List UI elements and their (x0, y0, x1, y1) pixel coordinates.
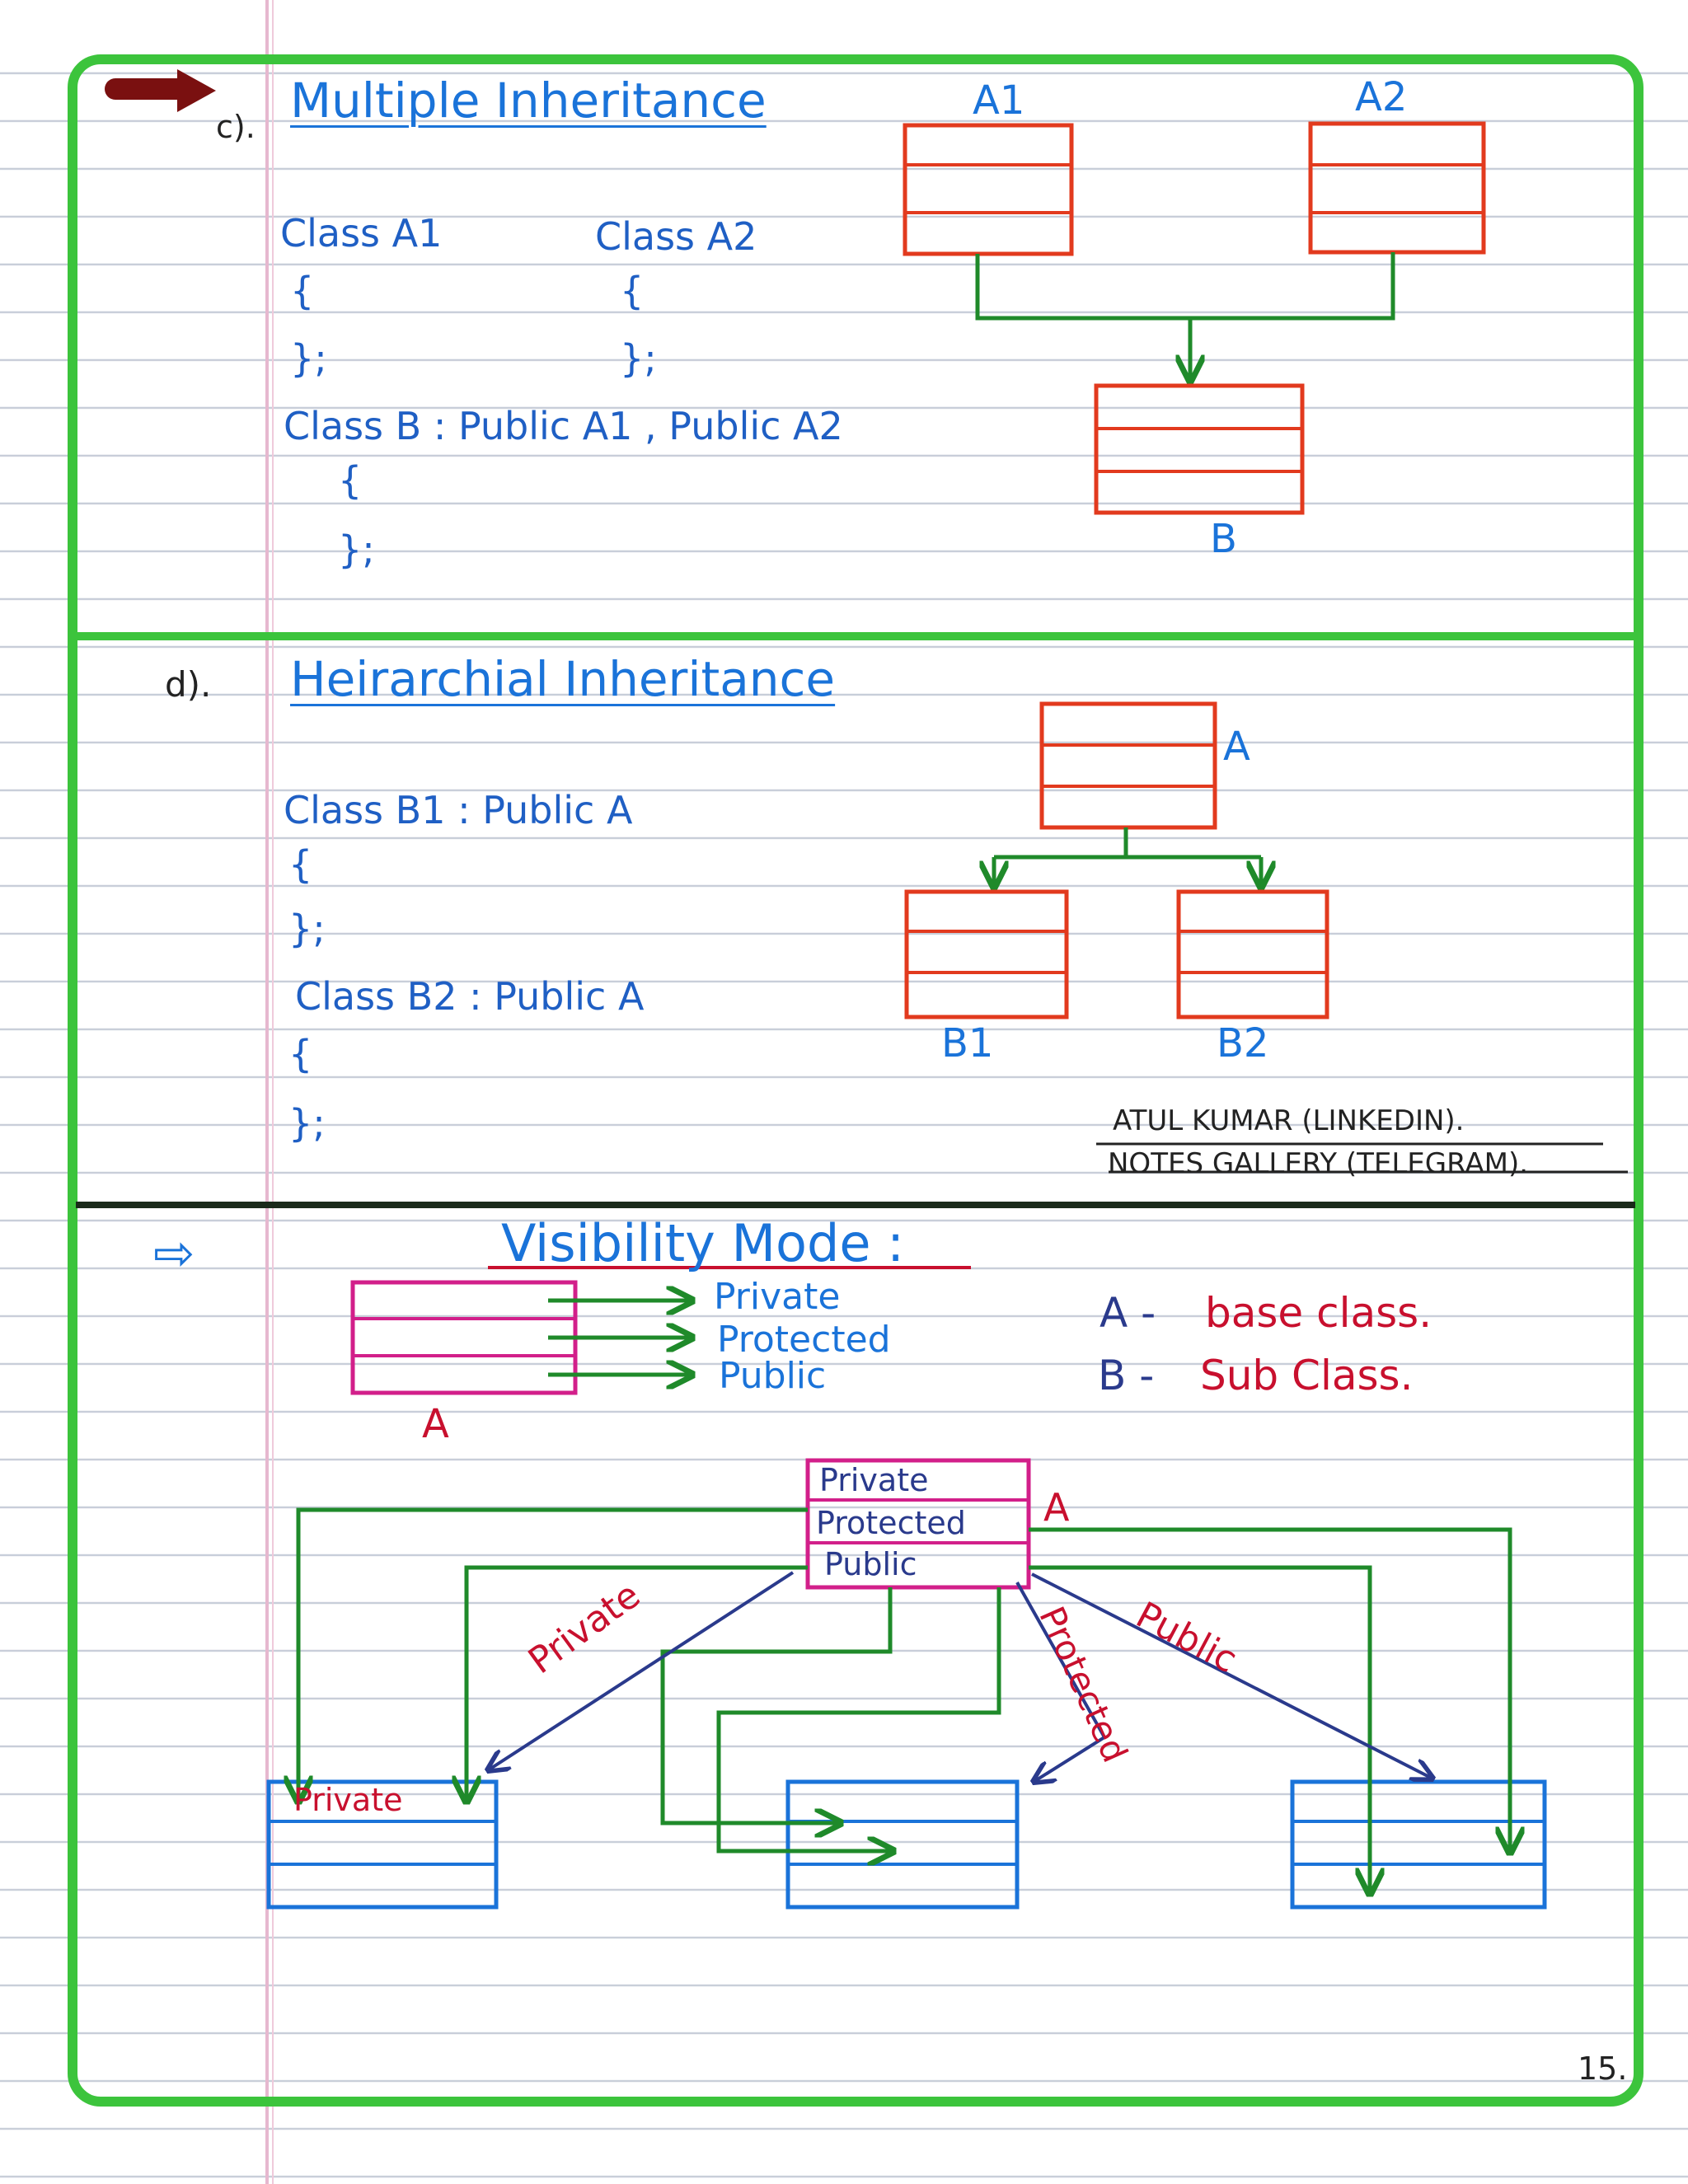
base-row-protected: Protected (816, 1505, 966, 1541)
class-box-b1 (904, 889, 1069, 1019)
legend-b-key: B - (1098, 1352, 1155, 1399)
code-open-brace-b: { (338, 458, 363, 503)
page-number: 15. (1578, 2050, 1628, 2087)
class-box-b2 (1176, 889, 1329, 1019)
code-close-brace-a1: }; (290, 336, 327, 381)
diagram-label-a2: A2 (1355, 74, 1408, 120)
sub-class-box-public (1290, 1779, 1547, 1910)
diagram-label-a: A (1223, 724, 1250, 770)
code-class-b1: Class B1 : Public A (284, 788, 633, 832)
legend-a-key: A - (1100, 1289, 1156, 1337)
visibility-flow-lines (298, 1507, 1510, 1894)
section-c-marker: c). (216, 109, 256, 145)
diagram-label-b2: B2 (1217, 1020, 1269, 1066)
code-open-brace-b1: { (288, 842, 313, 887)
sub-class-box-protected (785, 1779, 1020, 1910)
visibility-mode-arrows (488, 1571, 1432, 1782)
margin-line (265, 0, 269, 2184)
code-close-brace-b: }; (338, 527, 375, 572)
visibility-title: Visibility Mode : (501, 1213, 905, 1273)
code-close-brace-a2: }; (620, 336, 657, 381)
diagram-label-b: B (1210, 516, 1237, 562)
base-class-label: A (1043, 1485, 1070, 1530)
code-class-b2: Class B2 : Public A (295, 974, 645, 1019)
margin-line-secondary (272, 0, 274, 2184)
mode-public: Public (719, 1355, 827, 1397)
page-frame (68, 54, 1643, 2107)
base-class-box (805, 1458, 1031, 1590)
code-class-a2: Class A2 (595, 214, 757, 259)
code-open-brace-b2: { (288, 1032, 313, 1076)
diagram-label-a1: A1 (973, 77, 1025, 124)
visibility-class-box (350, 1280, 692, 1395)
multiple-inheritance-diagram (903, 121, 1486, 515)
code-open-brace-a1: { (290, 269, 315, 313)
mode-private: Private (714, 1276, 841, 1318)
code-close-brace-b1: }; (288, 907, 326, 951)
class-box-b (1094, 383, 1305, 515)
sub-class-box-private (266, 1779, 499, 1910)
sub-private-row: Private (293, 1782, 403, 1818)
code-class-b: Class B : Public A1 , Public A2 (284, 404, 843, 448)
section-d-marker: d). (165, 664, 212, 705)
class-box-a2 (1308, 121, 1486, 255)
pointer-arrow-icon (105, 69, 216, 112)
section-d-title: Heirarchial Inheritance (290, 651, 836, 707)
legend-b-value: Sub Class. (1200, 1352, 1414, 1399)
code-class-a1: Class A1 (280, 211, 443, 255)
base-row-private: Private (819, 1462, 929, 1498)
mode-protected: Protected (717, 1319, 891, 1361)
code-close-brace-b2: }; (288, 1101, 326, 1146)
base-row-public: Public (824, 1546, 917, 1582)
credit-line-2: NOTES GALLERY (TELEGRAM). (1108, 1147, 1529, 1180)
credit-line-1: ATUL KUMAR (LINKEDIN). (1113, 1104, 1465, 1137)
class-box-a (1039, 701, 1217, 830)
code-open-brace-a2: { (620, 269, 645, 313)
hierarchical-inheritance-diagram (904, 701, 1329, 1019)
section-c-title: Multiple Inheritance (290, 73, 767, 129)
double-arrow-icon: ⇨ (153, 1225, 195, 1282)
a1-a2-connector (975, 252, 1395, 321)
class-box-a1 (903, 123, 1074, 256)
legend-a-value: base class. (1205, 1289, 1432, 1337)
diagram-label-b1: B1 (941, 1020, 994, 1066)
visibility-class-label: A (422, 1401, 449, 1447)
